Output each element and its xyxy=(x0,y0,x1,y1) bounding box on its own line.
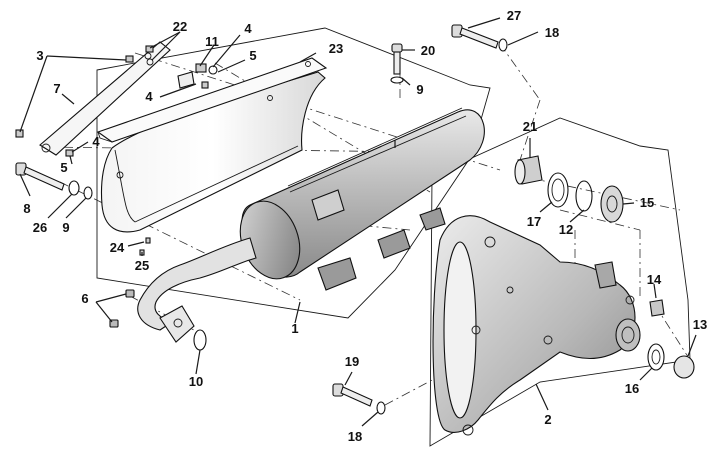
label-19: 19 xyxy=(345,354,359,369)
label-14: 14 xyxy=(647,272,662,287)
label-7: 7 xyxy=(53,81,60,96)
bushing-21 xyxy=(514,155,543,185)
label-16: 16 xyxy=(625,381,639,396)
bolt-27 xyxy=(451,24,508,52)
label-10: 10 xyxy=(189,374,203,389)
label-8: 8 xyxy=(23,201,30,216)
nuts-6 xyxy=(109,289,135,328)
circlip-12 xyxy=(575,180,593,212)
muffler-bracket-plate xyxy=(39,41,171,156)
label-11: 11 xyxy=(205,34,219,49)
bolt-19 xyxy=(332,383,386,415)
bearing-15 xyxy=(600,185,624,223)
label-17: 17 xyxy=(527,214,541,229)
label-15: 15 xyxy=(640,195,654,210)
label-25: 25 xyxy=(135,258,149,273)
label-3: 3 xyxy=(36,48,43,63)
label-5: 5 xyxy=(249,48,256,63)
label-12: 12 xyxy=(559,222,573,237)
label-20: 20 xyxy=(421,43,435,58)
gasket-10 xyxy=(193,329,207,351)
leader-lines xyxy=(19,17,697,427)
label-18: 18 xyxy=(545,25,559,40)
exhaust-pipe xyxy=(137,237,257,343)
label-5: 5 xyxy=(60,160,67,175)
muffler xyxy=(239,107,485,291)
callout-labels: 1 2 3 4 4 4 5 5 6 7 8 9 9 10 11 12 13 14… xyxy=(23,8,707,444)
label-9: 9 xyxy=(62,220,69,235)
fasteners-3-22 xyxy=(15,45,154,138)
label-1: 1 xyxy=(291,321,298,336)
bolt-8 xyxy=(15,162,93,200)
fasteners-4-5-11 xyxy=(65,63,218,157)
crankcase xyxy=(432,215,641,436)
label-6: 6 xyxy=(81,291,88,306)
seal-17 xyxy=(547,172,569,208)
label-18: 18 xyxy=(348,429,362,444)
heat-shield-bracket xyxy=(96,57,328,143)
label-22: 22 xyxy=(173,19,187,34)
label-21: 21 xyxy=(523,119,537,134)
label-2: 2 xyxy=(544,412,551,427)
seal-16 xyxy=(647,343,665,371)
label-4: 4 xyxy=(145,89,153,104)
label-13: 13 xyxy=(693,317,707,332)
bushing-14 xyxy=(649,299,665,317)
label-4: 4 xyxy=(92,134,100,149)
bolt-20 xyxy=(390,43,404,84)
label-23: 23 xyxy=(329,41,343,56)
label-26: 26 xyxy=(33,220,47,235)
label-9: 9 xyxy=(416,82,423,97)
label-27: 27 xyxy=(507,8,521,23)
label-4: 4 xyxy=(244,21,252,36)
cap-13 xyxy=(673,355,695,379)
label-24: 24 xyxy=(110,240,125,255)
